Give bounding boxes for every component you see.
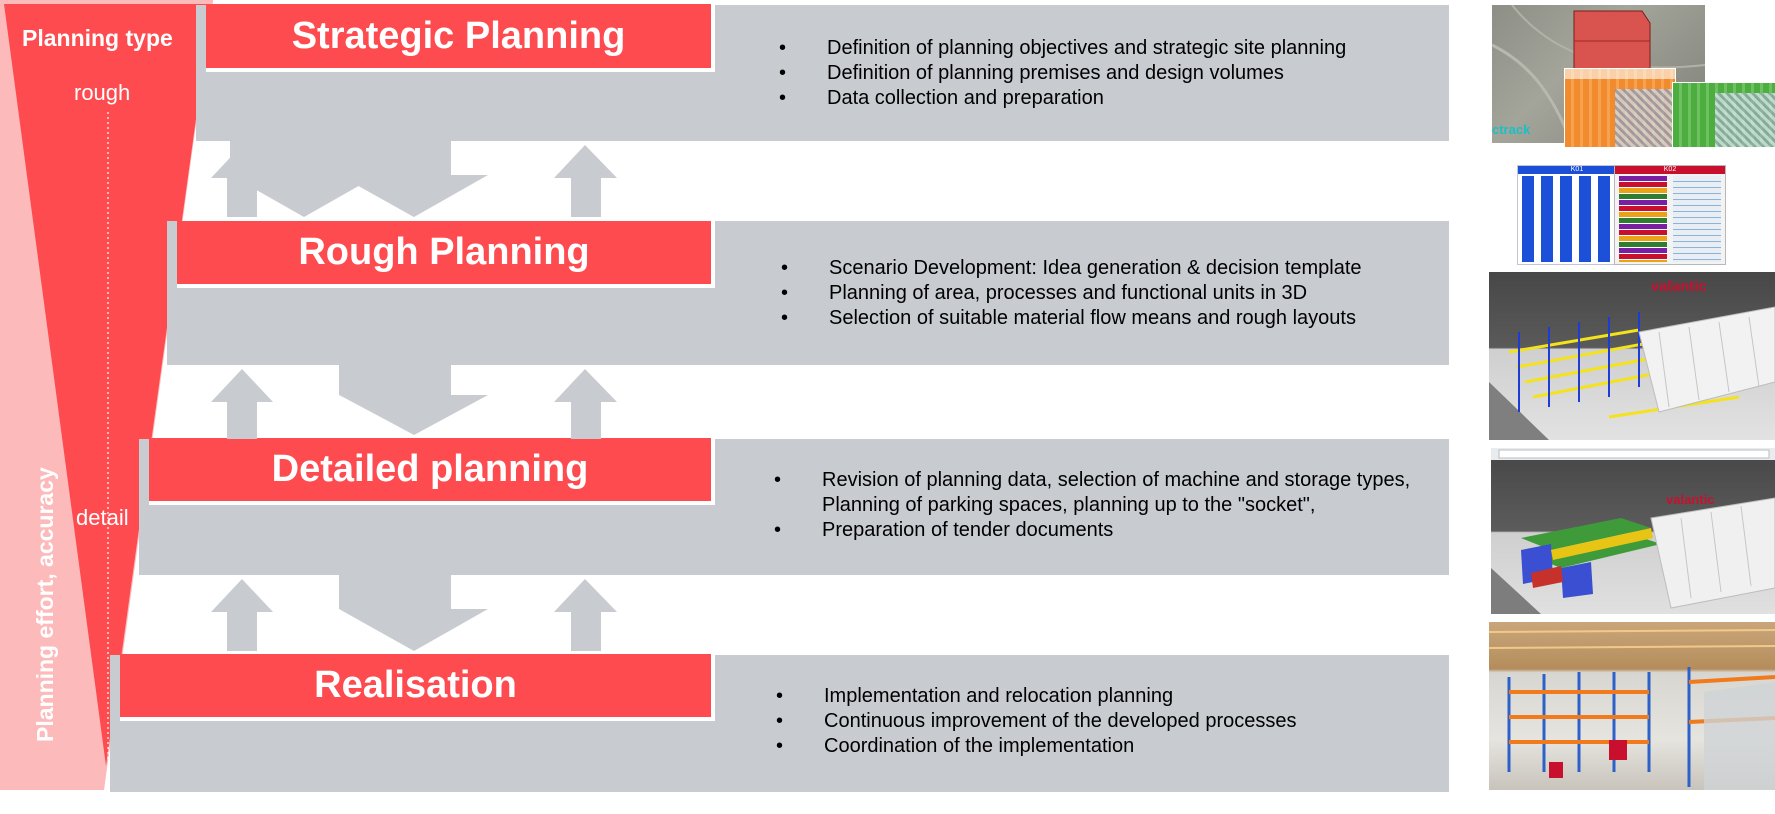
down-arrow-wide-head	[339, 175, 451, 217]
rack-header-left: K01	[1518, 166, 1636, 174]
render-logo-1: valantic	[1651, 278, 1707, 295]
bullet-item: Coordination of the implementation	[772, 734, 1297, 759]
warehouse-render-1-image: valantic	[1489, 272, 1775, 440]
bullet-item: Selection of suitable material flow mean…	[777, 306, 1362, 331]
bullet-item: Planning of area, processes and function…	[777, 281, 1362, 306]
phase-title-strategic: Strategic Planning	[206, 4, 715, 72]
phase-title-rough: Rough Planning	[177, 221, 715, 288]
up-arrow-icon	[211, 369, 273, 439]
down-arrow-icon	[230, 141, 378, 217]
funnel-graphic	[0, 0, 213, 790]
warehouse-photo-image	[1489, 622, 1775, 790]
arrow-row-1	[211, 141, 617, 217]
bullet-item: Continuous improvement of the developed …	[772, 709, 1297, 734]
rack-diagram-color-image: K02	[1614, 165, 1726, 265]
down-arrow-head-left	[339, 395, 414, 435]
down-arrow-head	[339, 609, 488, 651]
bullet-text: Revision of planning data, selection of …	[822, 469, 1411, 491]
phase-title-realisation: Realisation	[120, 654, 715, 721]
bullets-detailed: Revision of planning data, selection of …	[770, 468, 1410, 543]
render-logo-2: valantic	[1666, 492, 1715, 507]
funnel-red-triangle	[4, 4, 212, 766]
bullets-rough: Scenario Development: Idea generation & …	[777, 256, 1362, 331]
down-arrow-shape	[339, 575, 451, 609]
bullet-item: Scenario Development: Idea generation & …	[777, 256, 1362, 281]
up-arrow-icon	[554, 145, 617, 217]
bullet-item: Definition of planning objectives and st…	[775, 36, 1346, 61]
map-overlay-text: ctrack	[1492, 122, 1531, 137]
bullet-item: Preparation of tender documents	[770, 518, 1410, 543]
phase-title-detailed: Detailed planning	[149, 438, 715, 505]
rough-label: rough	[74, 80, 131, 105]
bullets-strategic: Definition of planning objectives and st…	[775, 36, 1346, 111]
arrow-row-3	[211, 575, 617, 651]
arrow-row-2	[211, 365, 617, 439]
down-arrow-head	[339, 395, 488, 435]
down-arrow-shape	[339, 141, 451, 175]
planning-type-label: Planning type	[22, 25, 173, 51]
bullet-item: Implementation and relocation planning	[772, 684, 1297, 709]
warehouse-render-2-image: valantic	[1491, 448, 1775, 614]
bullet-item: Definition of planning premises and desi…	[775, 61, 1346, 86]
up-arrow-icon	[554, 369, 617, 439]
detail-label: detail	[76, 505, 129, 530]
up-arrow-icon	[211, 579, 273, 651]
heatmap-green-image	[1672, 82, 1775, 148]
bullet-text-continuation: Planning of parking spaces, planning up …	[822, 494, 1316, 516]
up-arrow-icon	[554, 579, 617, 651]
axis-label: Planning effort, accuracy	[32, 467, 58, 742]
bullet-item: Data collection and preparation	[775, 86, 1346, 111]
down-arrow-shape	[339, 365, 451, 395]
heatmap-orange-image	[1564, 68, 1676, 148]
bullets-realisation: Implementation and relocation planning C…	[772, 684, 1297, 759]
rack-header-right: K02	[1615, 166, 1725, 174]
bullet-item: Revision of planning data, selection of …	[770, 468, 1410, 518]
